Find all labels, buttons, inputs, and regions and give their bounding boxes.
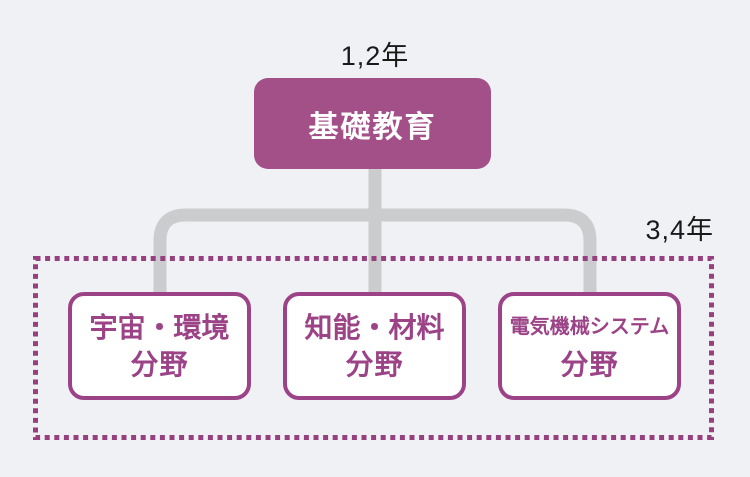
node-basic-education-label: 基礎教育	[308, 110, 437, 144]
node-label-line: 電気機械システム	[509, 316, 670, 338]
node-label-line: 宇宙・環境	[89, 312, 230, 343]
node-electromechanical-systems-field: 電気機械システム 分野	[498, 292, 681, 400]
connector-branches	[153, 208, 597, 292]
node-label-line: 知能・材料	[304, 312, 445, 343]
label-years-1-2: 1,2年	[340, 41, 410, 71]
node-space-environment-field: 宇宙・環境 分野	[68, 292, 251, 400]
label-years-3-4: 3,4年	[645, 215, 714, 245]
node-intelligence-materials-field: 知能・材料 分野	[283, 292, 466, 400]
node-label-line: 分野	[130, 349, 189, 380]
years-3-4-dotted-region	[33, 256, 714, 440]
node-basic-education: 基礎教育	[254, 78, 491, 169]
node-label-line: 分野	[345, 349, 404, 380]
node-label-line: 分野	[560, 349, 619, 380]
